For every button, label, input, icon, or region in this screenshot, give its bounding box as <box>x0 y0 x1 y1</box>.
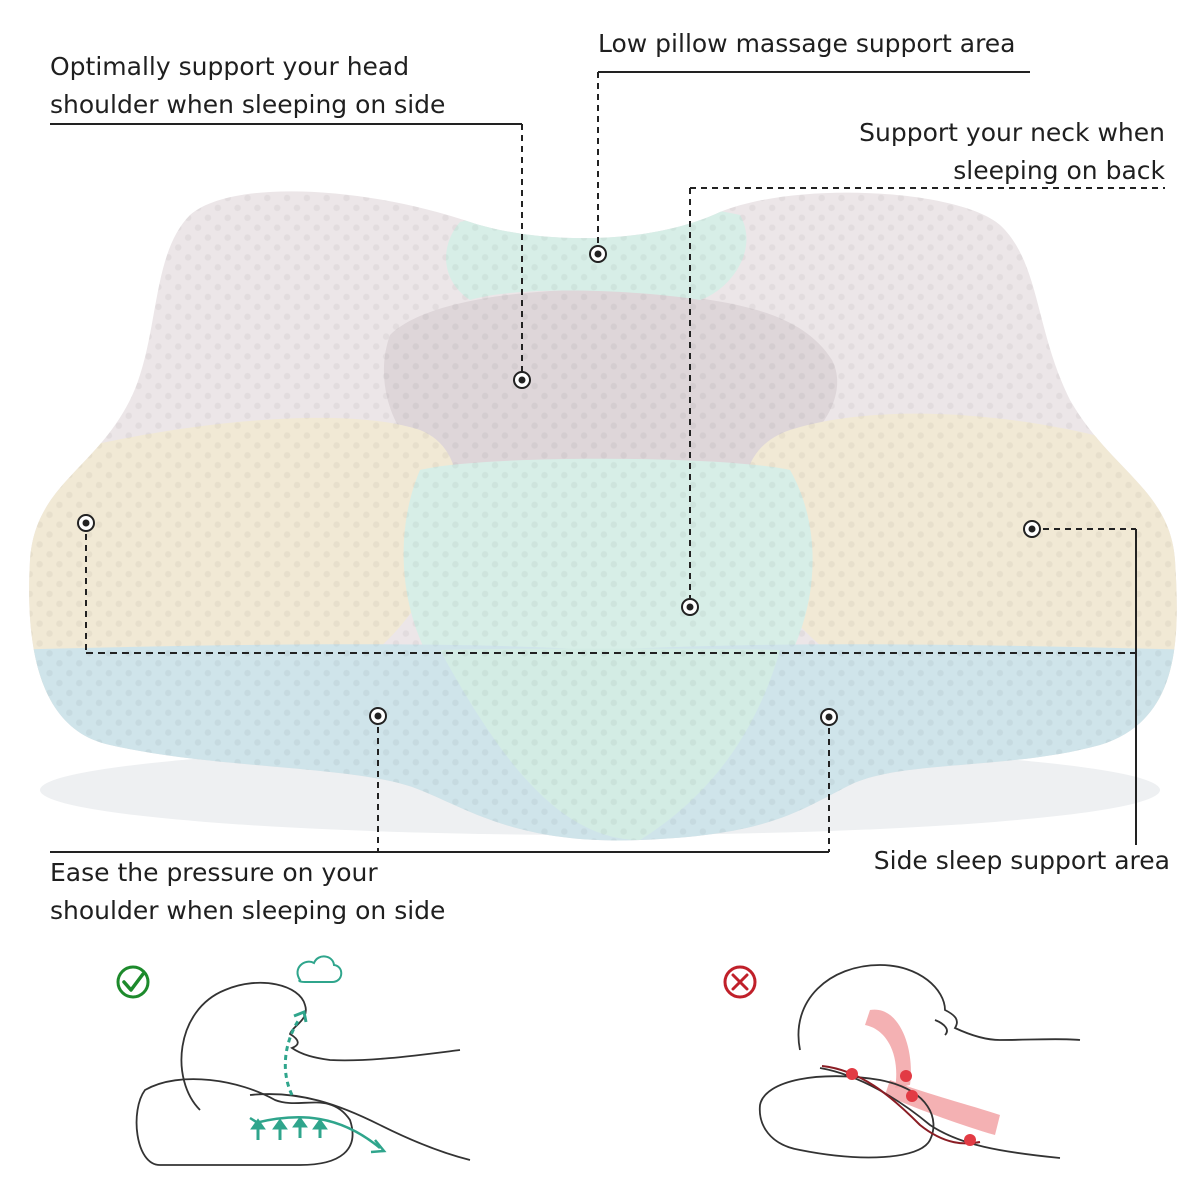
marker-massage <box>589 245 607 263</box>
pain-points <box>846 1068 976 1146</box>
callout-neck-back: Support your neck when sleeping on back <box>859 114 1165 190</box>
callout-low-pillow-text: Low pillow massage support area <box>598 29 1016 58</box>
callout-head-shoulder-line2: shoulder when sleeping on side <box>50 90 446 119</box>
callout-head-shoulder: Optimally support your head shoulder whe… <box>50 48 445 124</box>
check-circle-icon <box>116 965 150 999</box>
cloud-icon <box>296 955 343 983</box>
support-arrows <box>250 1116 328 1140</box>
callout-neck-back-line2: sleeping on back <box>953 156 1165 185</box>
marker-neck <box>681 598 699 616</box>
callout-low-pillow: Low pillow massage support area <box>598 25 1016 63</box>
x-circle-icon <box>723 965 757 999</box>
callout-neck-back-line1: Support your neck when <box>859 118 1165 147</box>
callout-ease-pressure-line2: shoulder when sleeping on side <box>50 896 446 925</box>
good-posture-sketch <box>116 955 471 1166</box>
marker-right-wing <box>1023 520 1041 538</box>
marker-head <box>513 371 531 389</box>
marker-left-base <box>369 707 387 725</box>
marker-right-base <box>820 708 838 726</box>
callout-ease-pressure-line1: Ease the pressure on your <box>50 858 378 887</box>
callout-side-sleep: Side sleep support area <box>874 842 1170 880</box>
callout-ease-pressure: Ease the pressure on your shoulder when … <box>50 854 445 930</box>
callout-lines <box>50 71 1165 853</box>
knit-texture <box>29 191 1177 841</box>
callout-head-shoulder-line1: Optimally support your head <box>50 52 410 81</box>
callout-side-sleep-text: Side sleep support area <box>873 846 1170 875</box>
marker-left-wing <box>77 514 95 532</box>
bad-posture-sketch <box>723 964 1081 1159</box>
callout-markers <box>77 245 1041 726</box>
